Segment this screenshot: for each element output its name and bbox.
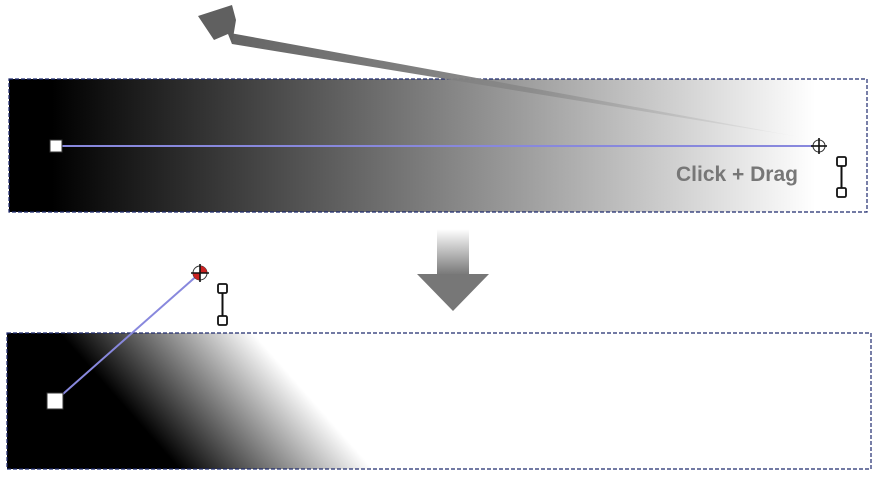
bottom-gradient-line [54, 272, 201, 402]
bottom-gradient-panel [6, 332, 872, 470]
top-selection-border [8, 78, 868, 213]
top-end-handle-icon[interactable] [811, 138, 827, 154]
down-arrow-icon [417, 229, 489, 311]
bottom-gradient-tool-cursor-icon [217, 283, 228, 326]
drag-direction-arrow-icon [198, 5, 800, 137]
click-drag-hint: Click + Drag [676, 163, 798, 186]
top-start-handle-icon[interactable] [49, 139, 63, 153]
bottom-end-handle-icon[interactable] [191, 264, 209, 282]
top-gradient-tool-cursor-icon [836, 156, 847, 198]
bottom-gradient-fill [7, 333, 871, 469]
bottom-selection-border [6, 332, 872, 470]
bottom-start-handle-icon[interactable] [46, 392, 64, 410]
